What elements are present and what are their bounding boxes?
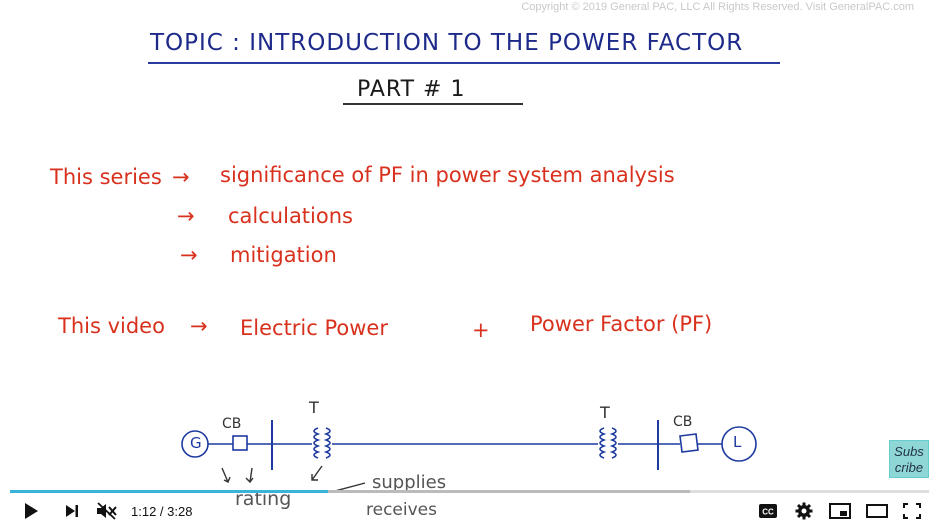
fullscreen-icon — [903, 503, 921, 519]
player-controls: 1:12 / 3:28 CC — [0, 496, 939, 525]
current-time: 1:12 — [131, 504, 157, 519]
captions-button[interactable]: CC — [757, 500, 779, 522]
skip-next-icon — [66, 505, 78, 517]
closed-captions-icon: CC — [759, 504, 777, 518]
slide-title: TOPIC : INTRODUCTION TO THE POWER FACTOR — [150, 30, 744, 56]
cb-left-label: CB — [222, 416, 242, 432]
svg-text:CC: CC — [762, 508, 774, 517]
miniplayer-button[interactable] — [828, 500, 852, 522]
arrow-2-icon: → — [177, 204, 195, 228]
play-icon — [25, 503, 38, 519]
settings-button[interactable] — [793, 500, 815, 522]
video-label: This video — [58, 314, 165, 338]
receives-label: receives — [366, 500, 437, 520]
progress-bar[interactable] — [10, 490, 929, 493]
play-button[interactable] — [20, 500, 42, 522]
arrow-4-icon: → — [190, 314, 208, 338]
rating-label: rating — [235, 488, 292, 510]
fullscreen-button[interactable] — [901, 500, 923, 522]
theater-mode-icon — [866, 504, 888, 518]
miniplayer-icon — [829, 503, 851, 519]
transformer-right-coil-1 — [599, 427, 607, 459]
video-item-electric-power: Electric Power — [240, 316, 388, 340]
series-item: calculations — [228, 204, 353, 228]
part-heading: PART # 1 — [357, 77, 466, 102]
supplies-label: supplies — [372, 472, 447, 493]
transformer-right-label: T — [600, 403, 610, 422]
next-button[interactable] — [62, 500, 82, 522]
title-underline — [148, 62, 780, 64]
single-line-diagram — [181, 420, 757, 490]
video-item-power-factor: Power Factor (PF) — [530, 312, 713, 336]
theater-mode-button[interactable] — [865, 500, 889, 522]
transformer-left-coil-1 — [313, 427, 321, 459]
series-item: mitigation — [230, 243, 337, 267]
load-symbol — [721, 426, 757, 462]
load-label: L — [733, 433, 742, 451]
plus-sign: + — [472, 318, 490, 342]
transformer-left-label: T — [309, 398, 319, 417]
generator-label: G — [190, 434, 202, 452]
transformer-right-coil-2 — [609, 427, 617, 459]
part-underline — [343, 103, 523, 105]
volume-muted-icon — [97, 502, 117, 520]
circuit-breaker-right — [679, 433, 699, 453]
mute-button[interactable] — [95, 500, 119, 522]
progress-buffered — [10, 490, 691, 493]
time-display: 1:12 / 3:28 — [131, 504, 193, 519]
gear-icon — [795, 502, 813, 520]
series-item: significance of PF in power system analy… — [220, 163, 675, 187]
arrow-1-icon: → — [172, 165, 190, 189]
progress-played — [10, 490, 328, 493]
copyright-notice: Copyright © 2019 General PAC, LLC All Ri… — [521, 1, 914, 13]
transformer-left-coil-2 — [323, 427, 331, 459]
arrow-3-icon: → — [180, 243, 198, 267]
circuit-breaker-left — [232, 435, 248, 451]
cb-right-label: CB — [673, 414, 693, 430]
duration: 3:28 — [167, 504, 193, 519]
series-label: This series — [50, 165, 162, 189]
subscribe-watermark[interactable]: Subs cribe — [889, 440, 929, 478]
